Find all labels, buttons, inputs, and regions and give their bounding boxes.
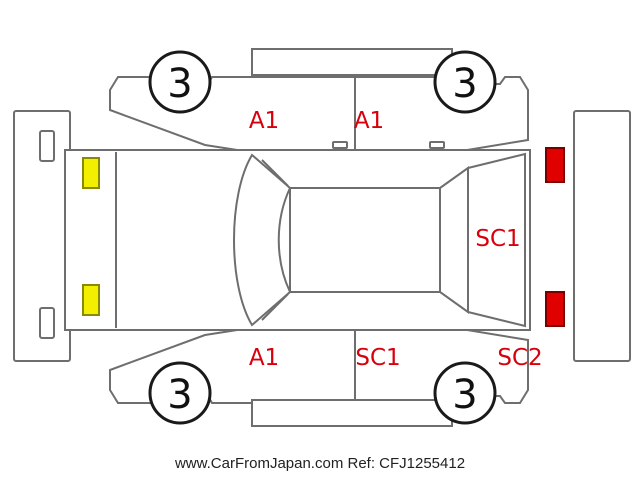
reference-footer: www.CarFromJapan.com Ref: CFJ1255412: [174, 455, 466, 472]
wheel-grade: 3: [167, 372, 192, 418]
right-side-view: [109, 323, 529, 427]
rear-left-lamp: [545, 147, 565, 183]
damage-code-right-front-door: A1: [249, 345, 279, 371]
damage-code-right-rear-door: SC1: [355, 345, 400, 371]
top-view-body: [64, 149, 531, 331]
damage-code-rear-hatch: SC1: [475, 226, 520, 252]
front-bumper: [13, 110, 71, 362]
damage-code-rear-right-quarter: SC2: [497, 345, 542, 371]
wheel-grade: 3: [452, 372, 477, 418]
damage-code-left-rear-door: A1: [354, 108, 384, 134]
wheel-rear-right: 3: [433, 361, 497, 425]
rear-bumper: [573, 110, 631, 362]
wheel-front-left: 3: [148, 50, 212, 114]
rear-lamps: [545, 147, 565, 327]
wheel-grade: 3: [452, 61, 477, 107]
front-right-lamp: [82, 284, 100, 316]
front-left-lamp: [82, 157, 100, 189]
wheel-grade: 3: [167, 61, 192, 107]
rear-right-lamp: [545, 291, 565, 327]
wheel-front-right: 3: [148, 361, 212, 425]
damage-code-left-front-door: A1: [249, 108, 279, 134]
wheel-rear-left: 3: [433, 50, 497, 114]
front-lamps: [82, 157, 100, 316]
